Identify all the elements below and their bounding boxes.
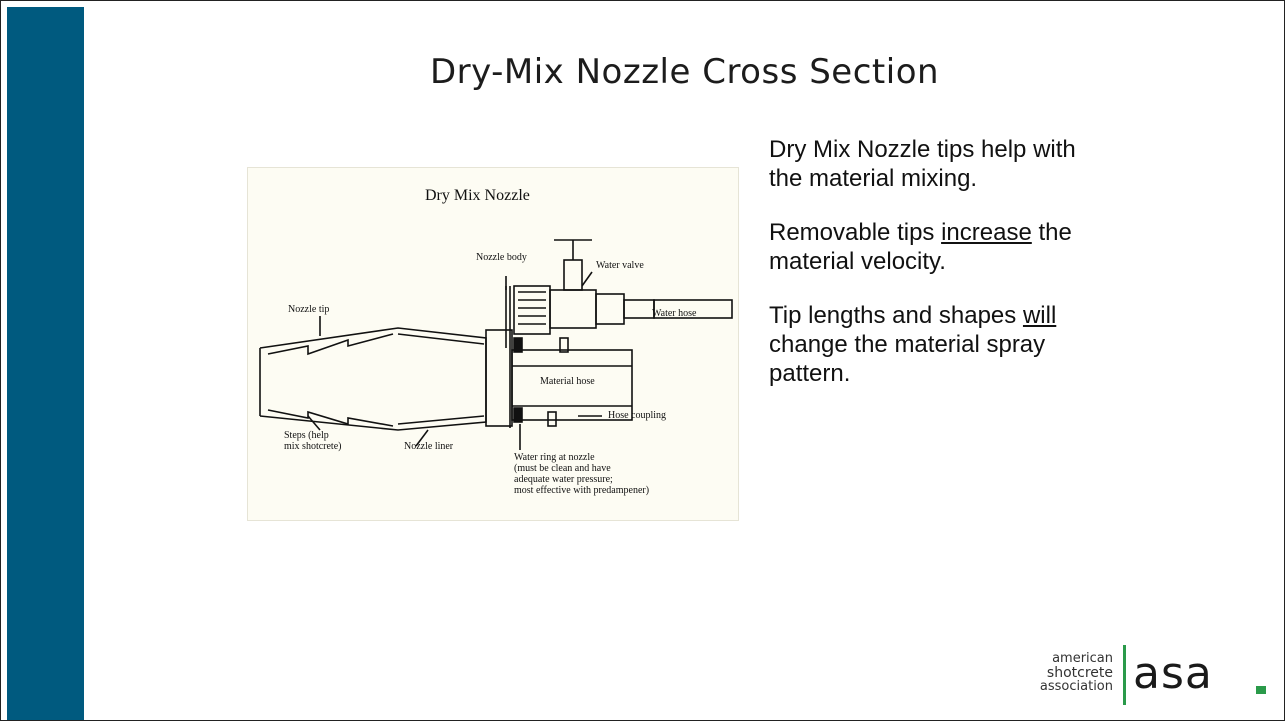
label-hose-coupling: Hose coupling xyxy=(608,410,666,421)
bullet-3: Tip lengths and shapes will change the m… xyxy=(769,301,1099,388)
logo-word-association: association xyxy=(1039,679,1113,694)
label-nozzle-tip: Nozzle tip xyxy=(288,304,329,315)
logo-word-shotcrete: shotcrete xyxy=(1046,665,1113,681)
label-water-ring-line4: most effective with predampener) xyxy=(514,485,649,496)
nozzle-diagram-svg: Dry Mix Nozzle xyxy=(259,187,733,496)
nozzle-diagram: Dry Mix Nozzle xyxy=(247,167,739,521)
label-water-hose: Water hose xyxy=(652,308,697,319)
logo-divider xyxy=(1123,645,1126,705)
nozzle-drawing xyxy=(259,239,733,450)
bullet-3-pre: Tip lengths and shapes xyxy=(769,302,1023,329)
logo-accent-dot xyxy=(1256,686,1266,694)
diagram-title: Dry Mix Nozzle xyxy=(425,187,530,204)
label-steps-line2: mix shotcrete) xyxy=(284,441,341,452)
bullet-2-underlined: increase xyxy=(941,219,1032,246)
label-water-valve: Water valve xyxy=(596,260,644,271)
bullet-text: Dry Mix Nozzle tips help with the materi… xyxy=(769,135,1099,413)
bullet-2-post: the material velocity. xyxy=(769,219,1072,275)
bullet-3-underlined: will xyxy=(1022,302,1057,329)
bullet-3-post: change the material spray pattern. xyxy=(769,331,1046,387)
label-nozzle-body: Nozzle body xyxy=(476,252,527,263)
label-water-ring-line2: (must be clean and have xyxy=(514,463,611,474)
logo-words: american shotcrete association xyxy=(1040,652,1113,694)
bullet-1: Dry Mix Nozzle tips help with the materi… xyxy=(769,136,1076,192)
asa-logo: american shotcrete association asa xyxy=(1010,645,1275,707)
label-water-ring-line3: adequate water pressure; xyxy=(514,474,613,485)
slide-title: Dry-Mix Nozzle Cross Section xyxy=(429,52,940,92)
sidebar-accent-bar xyxy=(7,7,84,720)
bullet-2: Removable tips increase the material vel… xyxy=(769,218,1099,276)
logo-mark: asa xyxy=(1133,648,1213,699)
label-material-hose: Material hose xyxy=(540,376,595,387)
logo-word-american: american xyxy=(1052,651,1113,666)
label-nozzle-liner: Nozzle liner xyxy=(404,441,454,452)
label-steps-line1: Steps (help xyxy=(284,430,329,441)
bullet-2-pre: Removable tips xyxy=(769,219,942,246)
label-water-ring-line1: Water ring at nozzle xyxy=(514,452,595,463)
